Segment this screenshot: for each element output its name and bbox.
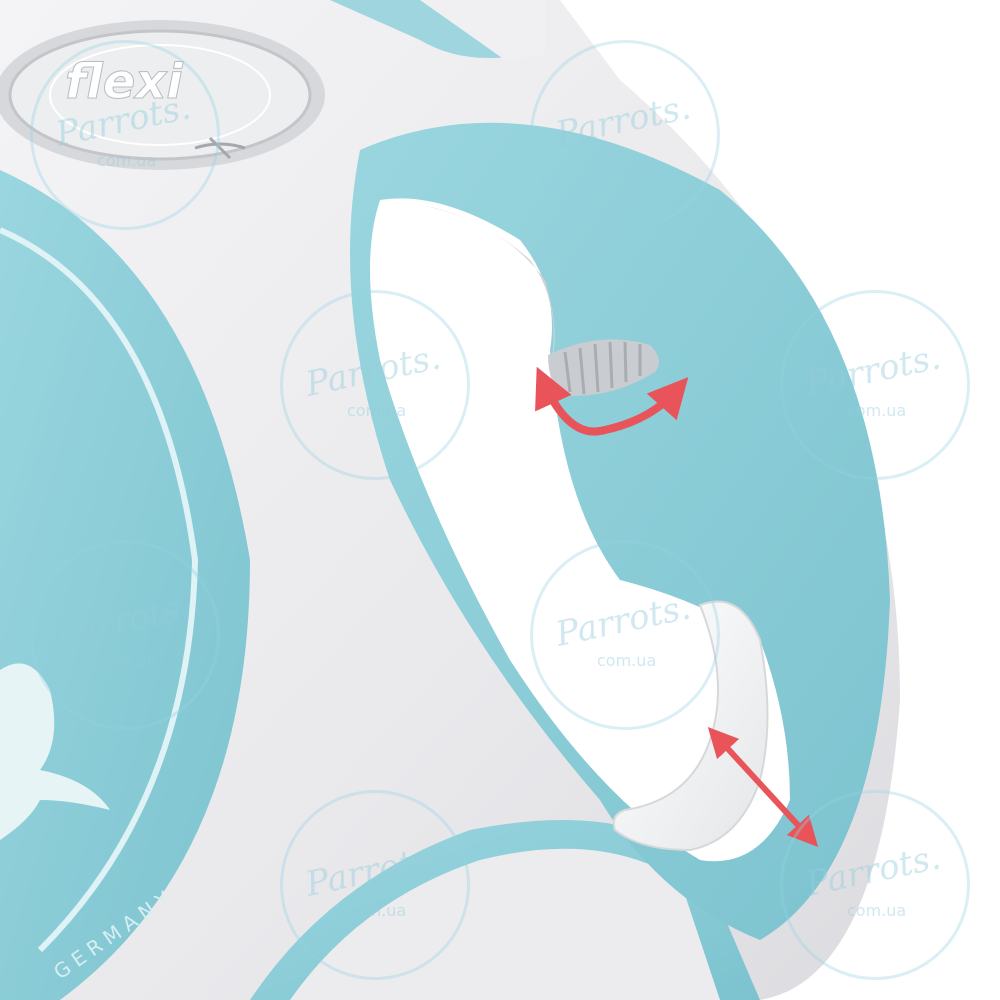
top-grey-cap	[420, 0, 545, 60]
grip-opening	[370, 198, 790, 862]
brand-logo: flexi	[0, 20, 325, 170]
dog-logo-fragment	[0, 663, 110, 840]
brand-wordmark: flexi	[65, 54, 183, 110]
bottom-grey-band	[290, 848, 720, 1000]
curved-double-arrow-icon	[535, 366, 689, 436]
straight-double-arrow-icon	[707, 726, 819, 848]
disc-inner-ring	[0, 227, 199, 953]
